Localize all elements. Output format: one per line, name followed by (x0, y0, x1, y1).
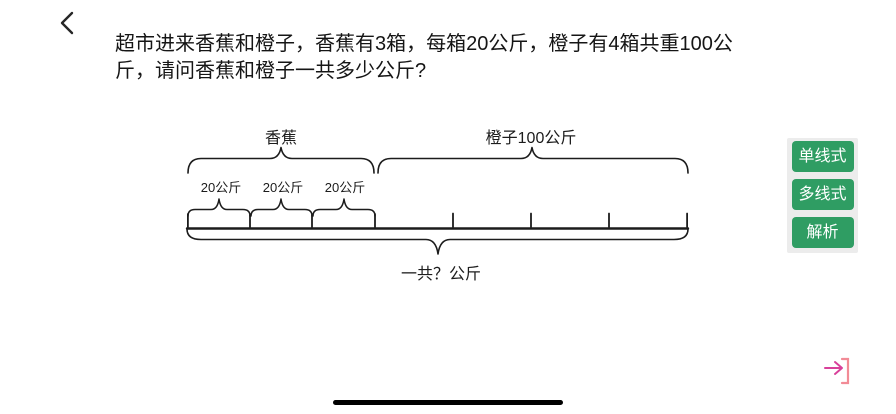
side-button-panel: 单线式 多线式 解析 (787, 138, 858, 253)
total-label: 一共？公斤 (400, 266, 482, 283)
unit-label-1: 20公斤 (200, 180, 242, 195)
orange-brace (377, 146, 689, 174)
exit-button[interactable] (821, 352, 855, 388)
unit-braces (187, 198, 376, 217)
exit-arrow-icon (824, 357, 850, 385)
diagram-ticks (187, 212, 688, 228)
unit-label-2: 20公斤 (262, 180, 304, 195)
single-line-mode-button[interactable]: 单线式 (791, 141, 854, 172)
banana-brace (187, 146, 375, 174)
total-brace (186, 228, 689, 255)
analysis-button[interactable]: 解析 (791, 217, 854, 248)
home-indicator[interactable] (333, 400, 563, 405)
orange-label: 橙子100公斤 (485, 130, 577, 147)
multi-line-mode-button[interactable]: 多线式 (791, 179, 854, 210)
banana-label: 香蕉 (264, 130, 298, 147)
back-button[interactable] (52, 6, 82, 40)
question-text: 超市进来香蕉和橙子，香蕉有3箱，每箱20公斤，橙子有4箱共重100公斤，请问香蕉… (115, 33, 733, 82)
back-chevron-icon (60, 11, 74, 35)
unit-label-3: 20公斤 (324, 180, 366, 195)
